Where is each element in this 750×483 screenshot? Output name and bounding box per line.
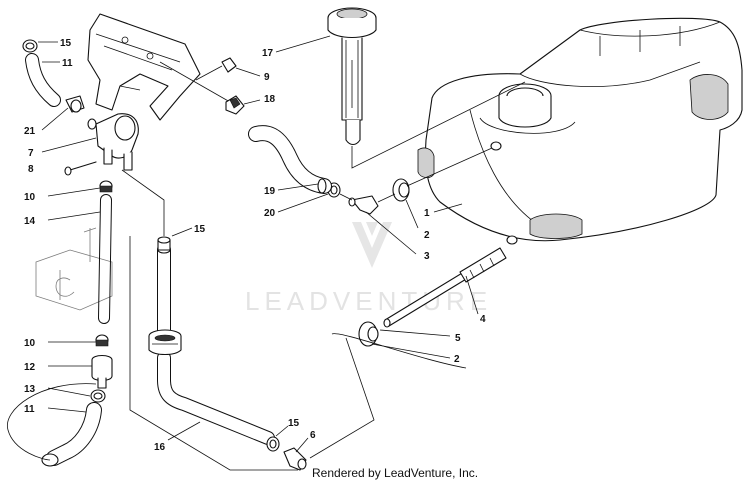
svg-text:15: 15 [60,38,72,49]
fuel-line-16[interactable] [157,243,275,445]
svg-text:11: 11 [24,404,35,415]
fuel-hose-14[interactable] [98,194,112,324]
callout-6: 6 [295,430,316,453]
watermark-logo-mark [352,222,392,268]
fuel-hose-11-lower[interactable] [41,402,102,467]
fuel-tank[interactable] [417,17,743,245]
svg-text:15: 15 [288,418,300,429]
bolt-9[interactable] [195,57,237,81]
callout-17: 17 [262,35,331,59]
svg-text:2: 2 [424,230,430,241]
svg-text:1: 1 [424,208,430,219]
svg-text:10: 10 [24,192,36,203]
svg-text:20: 20 [264,208,276,219]
callout-21: 21 [24,107,69,137]
callout-4: 4 [465,275,486,325]
grommet-5[interactable] [358,321,379,347]
svg-text:8: 8 [28,164,34,175]
callout-15-top: 15 [38,38,72,49]
callout-2-lower: 2 [371,343,460,365]
callout-14: 14 [24,211,101,227]
callout-8: 8 [28,164,34,175]
svg-text:4: 4 [480,314,486,325]
grommet-upper[interactable] [392,178,410,202]
fitting-21[interactable] [65,95,85,113]
ghost-mount-hardware [35,227,113,311]
callout-10-lower: 10 [24,338,96,349]
svg-text:18: 18 [264,94,276,105]
callout-9: 9 [235,67,270,83]
callout-11-lower: 11 [24,404,87,415]
svg-text:15: 15 [194,224,206,235]
hose-clamp-15-middle[interactable] [157,236,171,251]
callout-19: 19 [264,183,319,197]
elbow-fitting-3[interactable] [348,195,379,215]
fuel-gauge-sender[interactable] [327,7,377,146]
svg-text:5: 5 [455,333,461,344]
callout-7: 7 [28,137,97,159]
svg-text:21: 21 [24,126,36,137]
elbow-fitting-6[interactable] [283,447,307,471]
credit-text: Rendered by LeadVenture, Inc. [312,466,479,480]
fuel-pickup-tube[interactable] [383,247,507,328]
svg-text:10: 10 [24,338,36,349]
svg-text:14: 14 [24,216,36,227]
fuel-hose-11-top[interactable] [25,53,61,107]
svg-text:3: 3 [424,251,430,262]
hose-clamp-15-top[interactable] [22,39,38,53]
inline-fuel-filter[interactable] [91,354,113,389]
svg-text:17: 17 [262,48,274,59]
mounting-bracket[interactable] [87,13,231,121]
hose-clamp-15-bottom[interactable] [266,436,280,452]
svg-text:13: 13 [24,384,36,395]
callout-20: 20 [264,193,329,219]
callout-15-bottom: 15 [275,418,300,437]
screw-8[interactable] [64,161,97,176]
vent-hose-19[interactable] [248,125,332,194]
hose-clamp-10-lower[interactable] [95,334,109,347]
svg-text:11: 11 [62,58,73,69]
clip-18[interactable] [225,95,245,115]
svg-text:9: 9 [264,72,270,83]
svg-text:2: 2 [454,354,460,365]
callout-18: 18 [243,94,276,105]
callout-2-upper: 2 [405,199,430,241]
fuel-pump[interactable] [148,329,182,356]
callout-10-upper: 10 [24,187,101,203]
watermark: LEADVENTURE [245,222,492,316]
svg-text:6: 6 [310,430,316,441]
callout-16: 16 [154,421,201,453]
watermark-text: LEADVENTURE [245,286,492,316]
svg-text:16: 16 [154,442,166,453]
callout-15-middle: 15 [171,224,206,237]
callout-5: 5 [379,329,461,344]
callout-11-upper: 11 [42,58,73,69]
hose-clamp-13[interactable] [90,389,106,403]
callout-3: 3 [365,211,430,262]
fuel-shutoff-valve[interactable] [87,113,139,171]
callout-13: 13 [24,384,91,397]
callout-1: 1 [424,203,463,219]
svg-text:12: 12 [24,362,36,373]
hose-clamp-10-upper[interactable] [99,180,113,193]
svg-text:7: 7 [28,148,34,159]
svg-text:19: 19 [264,186,276,197]
callout-12: 12 [24,362,92,373]
